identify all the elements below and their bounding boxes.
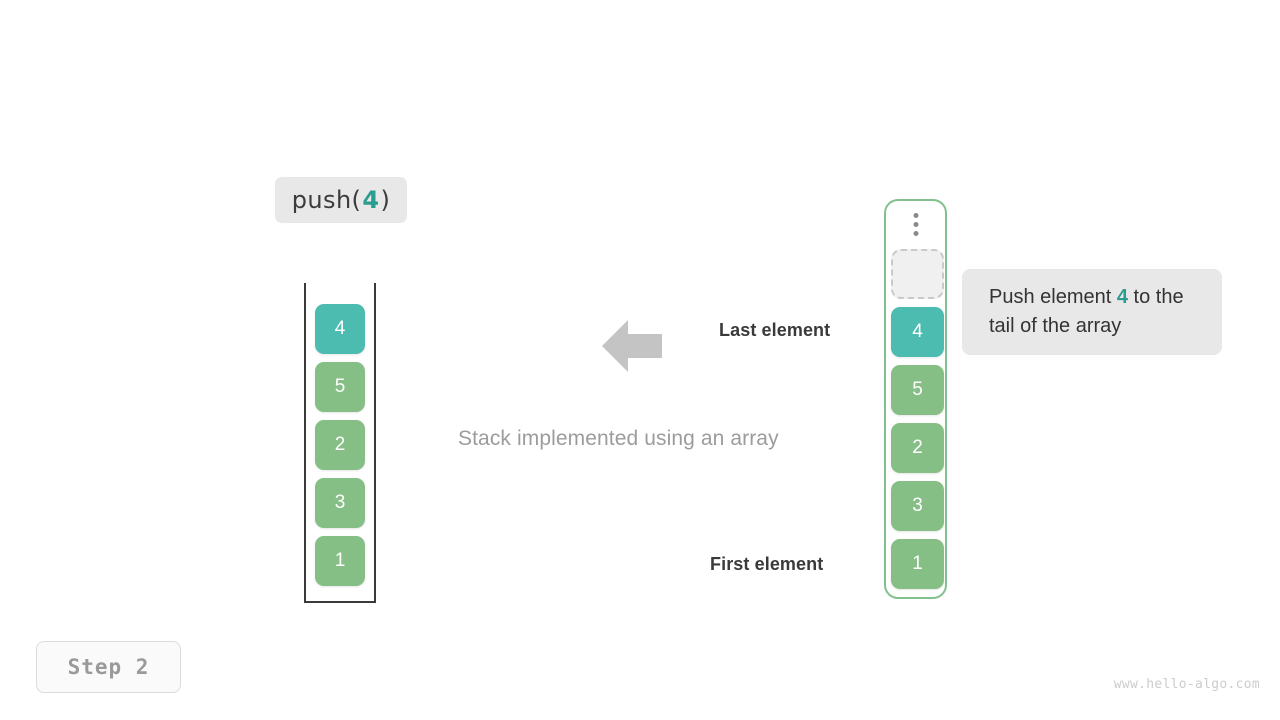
stack-cell: 1 xyxy=(315,536,365,586)
push-tooltip: Push element 4 to the tail of the array xyxy=(962,269,1222,355)
tooltip-text-part1: Push element xyxy=(989,286,1117,308)
arrow-left-icon xyxy=(602,320,662,372)
stack-cell-list: 4 5 2 3 1 xyxy=(315,304,365,594)
stack-cell: 5 xyxy=(315,362,365,412)
array-cell: 4 xyxy=(891,307,944,357)
stack-wall-right xyxy=(374,283,376,603)
stack-cell: 2 xyxy=(315,420,365,470)
first-element-label: First element xyxy=(710,554,824,574)
watermark: www.hello-algo.com xyxy=(1113,677,1260,692)
tooltip-text-part2: to the tail of the array xyxy=(989,286,1184,337)
stack-floor xyxy=(304,601,376,603)
tooltip-highlight-value: 4 xyxy=(1116,286,1128,308)
stack-cell: 4 xyxy=(315,304,365,354)
last-element-label: Last element xyxy=(719,320,831,340)
array-empty-slot xyxy=(891,249,944,299)
array-container: 4 5 2 3 1 xyxy=(884,199,947,599)
stack-wall-left xyxy=(304,283,306,603)
array-cell: 3 xyxy=(891,481,944,531)
array-cell: 5 xyxy=(891,365,944,415)
operation-argument: 4 xyxy=(362,186,380,214)
vertical-ellipsis-icon xyxy=(913,213,918,236)
operation-prefix: push( xyxy=(291,186,362,214)
diagram-caption: Stack implemented using an array xyxy=(458,427,779,450)
array-cell-list: 4 5 2 3 1 xyxy=(891,249,944,597)
stack-cell: 3 xyxy=(315,478,365,528)
stack-container: 4 5 2 3 1 xyxy=(304,283,376,603)
array-cell: 2 xyxy=(891,423,944,473)
operation-label: push(4) xyxy=(275,177,407,223)
step-badge: Step 2 xyxy=(36,641,181,693)
array-cell: 1 xyxy=(891,539,944,589)
operation-suffix: ) xyxy=(380,186,391,214)
